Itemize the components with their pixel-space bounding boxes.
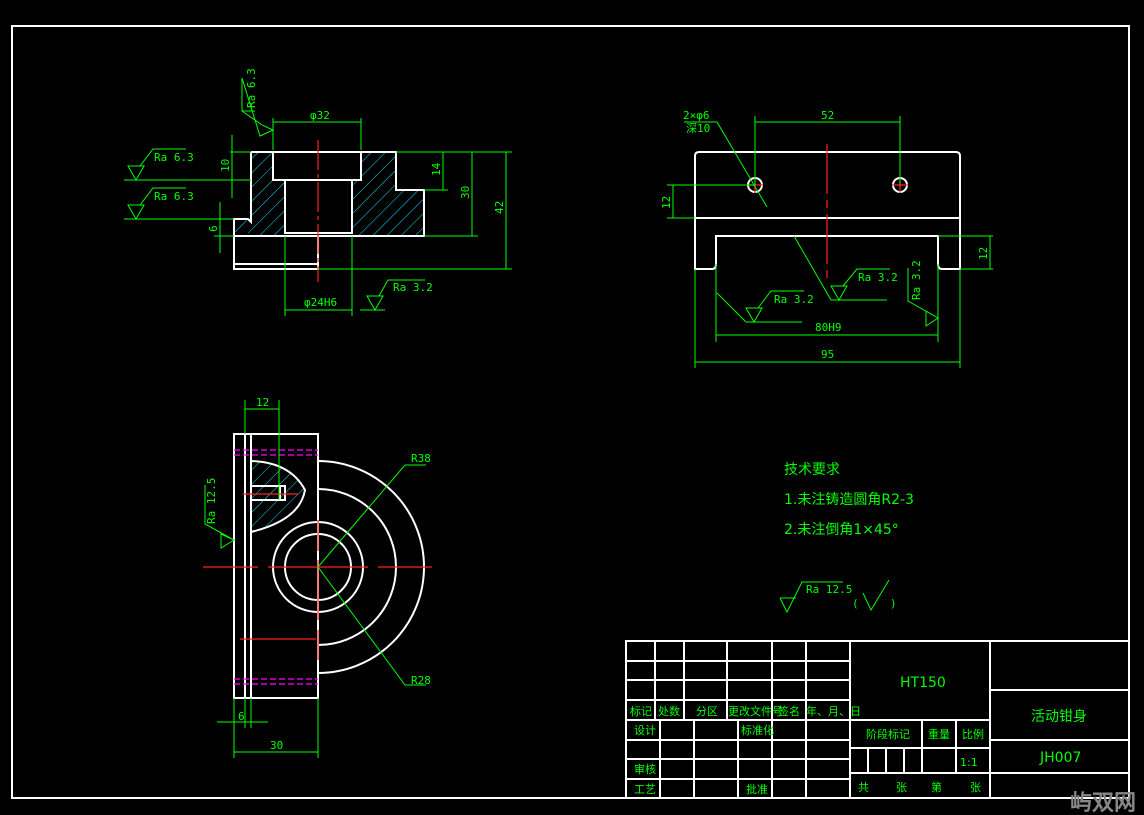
drawing-border: [11, 25, 1130, 799]
side-view: 52 2×φ6 深10 12 12 80H9 95 Ra 3.2 Ra 3.2 …: [660, 109, 993, 368]
header-sign: 签名: [778, 704, 800, 718]
technical-requirements: 技术要求 1.未注铸造圆角R2-3 2.未注倒角1×45° Ra 12.5 ( …: [779, 462, 914, 614]
front-section-view: φ32 10 14 30 42 6 φ24H6 Ra 6.3 Ra 6.3 Ra…: [124, 68, 512, 316]
dim-12-right: 12: [977, 247, 990, 260]
tech-title: 技术要求: [784, 462, 840, 478]
ra-top-view: Ra 12.5: [205, 478, 218, 524]
dim-r28: R28: [411, 674, 431, 687]
dim-12-left: 12: [660, 196, 673, 209]
dim-phi24h6: φ24H6: [304, 296, 337, 309]
ra-top: Ra 6.3: [245, 68, 258, 108]
dim-80h9: 80H9: [815, 321, 842, 334]
label-sheets-2: 张: [970, 781, 981, 794]
ra-side-3: Ra 3.2: [910, 260, 923, 300]
label-weight: 重量: [928, 727, 950, 741]
dim-6: 6: [207, 225, 220, 232]
ra-left-2: Ra 6.3: [154, 190, 194, 203]
part-name: 活动钳身: [1031, 709, 1087, 725]
label-design: 设计: [634, 724, 656, 737]
scale-value: 1:1: [960, 756, 978, 769]
label-review: 审核: [634, 762, 656, 776]
paren-open: (: [852, 597, 859, 610]
dim-42: 42: [493, 201, 506, 214]
holes-label: 2×φ6: [683, 109, 710, 122]
watermark: 屿双网: [1070, 791, 1136, 815]
dim-30-top: 30: [270, 739, 283, 752]
ra-left-1: Ra 6.3: [154, 151, 194, 164]
ra-rest: Ra 12.5: [806, 583, 852, 596]
dim-95: 95: [821, 348, 834, 361]
dim-30: 30: [459, 186, 472, 199]
label-standard: 标准化: [741, 723, 774, 737]
header-change-doc: 更改文件号: [728, 704, 783, 718]
ra-side-2: Ra 3.2: [858, 271, 898, 284]
top-view: R38 R28 12 6 30 Ra 12.5: [203, 396, 432, 758]
ra-side-1: Ra 3.2: [774, 293, 814, 306]
dim-phi32: φ32: [310, 109, 330, 122]
dim-52: 52: [821, 109, 834, 122]
dim-10: 10: [219, 159, 232, 172]
title-block: 标记 处数 分区 更改文件号 签名 年、月、日 设计 标准化 审核 工艺 批准 …: [625, 640, 1130, 799]
holes-depth: 深10: [686, 122, 710, 135]
header-zone: 分区: [696, 705, 718, 718]
label-sheets: 张: [896, 781, 907, 794]
drawing-number: JH007: [1039, 750, 1081, 766]
label-scale: 比例: [962, 727, 984, 741]
header-mark: 标记: [630, 704, 652, 718]
tech-line-2: 2.未注倒角1×45°: [784, 522, 899, 538]
label-process: 工艺: [634, 783, 656, 796]
paren-close: ): [890, 597, 897, 610]
dim-6-top: 6: [238, 710, 245, 723]
label-stage: 阶段标记: [866, 727, 910, 741]
dim-14: 14: [430, 162, 443, 176]
label-approve: 批准: [746, 782, 768, 796]
label-sheet-no: 第: [931, 780, 942, 794]
header-date: 年、月、日: [806, 704, 861, 718]
header-count: 处数: [658, 705, 680, 718]
material: HT150: [900, 675, 946, 691]
tech-line-1: 1.未注铸造圆角R2-3: [784, 492, 914, 508]
dim-r38: R38: [411, 452, 431, 465]
label-total: 共: [858, 781, 869, 794]
ra-bottom: Ra 3.2: [393, 281, 433, 294]
dim-12-top: 12: [256, 396, 269, 409]
